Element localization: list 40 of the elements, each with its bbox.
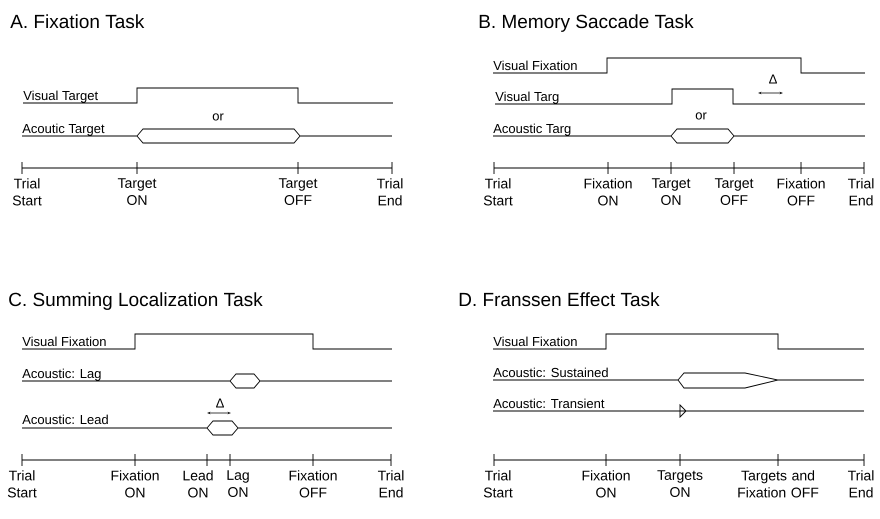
- event-label: Fixation OFF: [778, 178, 825, 206]
- event-label: Targets and Fixation OFF: [738, 470, 818, 498]
- signal-label: Visual Fixation: [493, 60, 577, 70]
- event-label: Trial End: [848, 470, 874, 498]
- annotation-label: or: [212, 113, 224, 121]
- event-label: Target ON: [652, 178, 690, 205]
- panel-title: A. Fixation Task: [10, 14, 144, 28]
- event-label: Lag ON: [227, 470, 249, 497]
- signal-label: Acoustic: Lead: [22, 414, 108, 424]
- annotation-label: Δ: [769, 74, 777, 84]
- annotation-label: Δ: [216, 398, 224, 408]
- signal-label: Acoustic: Sustained: [493, 368, 608, 378]
- annotation-label: or: [696, 112, 707, 120]
- event-label: Lead ON: [184, 470, 213, 498]
- signal-label: Visual Target: [23, 90, 98, 103]
- signal-label: Acoustic: Lag: [22, 368, 101, 381]
- event-label: Targets ON: [657, 470, 702, 497]
- event-label: Target OFF: [278, 178, 318, 205]
- signal-label: Acoustic Targ: [493, 124, 570, 136]
- signal-label: Visual Fixation: [22, 336, 106, 346]
- panel-title: C. Summing Localization Task: [9, 292, 263, 310]
- event-label: Fixation OFF: [290, 470, 337, 498]
- event-label: Trial End: [378, 470, 404, 498]
- event-label: Trial End: [848, 178, 874, 206]
- event-label: Trial Start: [12, 178, 42, 206]
- event-label: Fixation ON: [582, 470, 630, 498]
- event-label: Target OFF: [714, 178, 754, 205]
- event-label: Trial Start: [484, 470, 513, 498]
- event-label: Trial Start: [484, 178, 513, 206]
- panel-title: B. Memory Saccade Task: [480, 14, 694, 32]
- signal-label: Acoutic Target: [22, 124, 104, 136]
- event-label: Fixation ON: [584, 178, 632, 206]
- signal-label: Visual Targ: [495, 92, 558, 104]
- event-label: Trial Start: [8, 470, 37, 498]
- signal-label: Acoustic: Transient: [493, 398, 604, 408]
- signal-label: Visual Fixation: [493, 336, 577, 346]
- panel-title: D. Franssen Effect Task: [460, 292, 660, 306]
- event-label: Fixation ON: [112, 470, 159, 498]
- event-label: Target ON: [118, 178, 156, 205]
- event-label: Trial End: [376, 178, 402, 206]
